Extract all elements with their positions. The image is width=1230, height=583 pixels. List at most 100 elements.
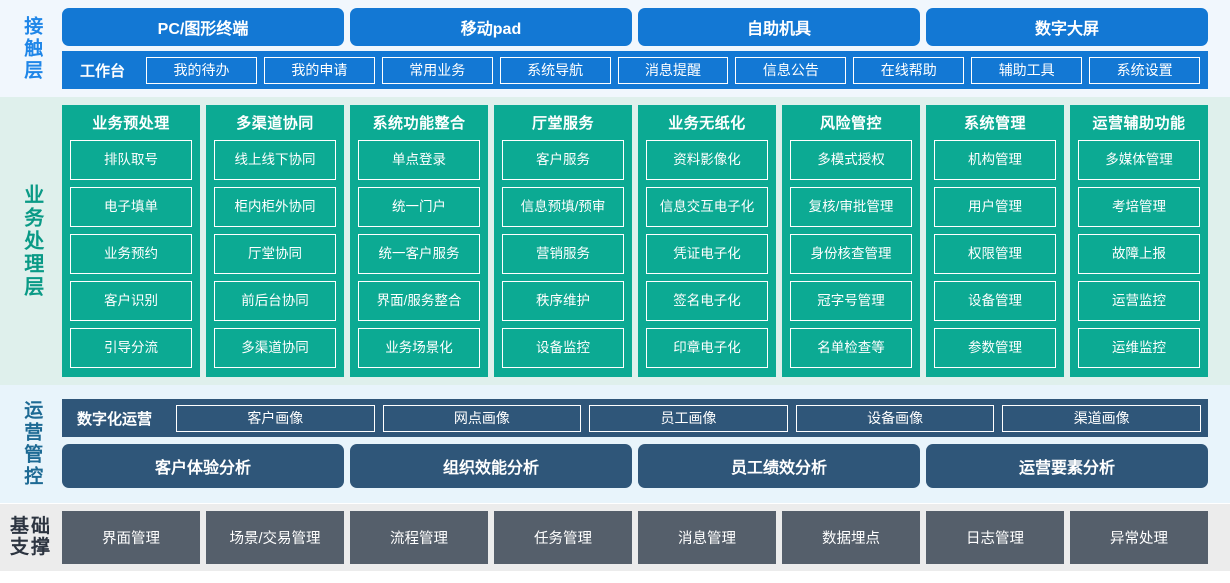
- channel-card-pc[interactable]: PC/图形终端: [62, 8, 344, 46]
- analysis-card-customer-experience[interactable]: 客户体验分析: [62, 444, 344, 488]
- business-item-list: 资料影像化 信息交互电子化 凭证电子化 签名电子化 印章电子化: [646, 140, 768, 368]
- business-item-info-exchange-e[interactable]: 信息交互电子化: [646, 187, 768, 227]
- analysis-card-row: 客户体验分析 组织效能分析 员工绩效分析 运营要素分析: [62, 444, 1208, 488]
- layer-base-support-label-line1: 基础: [9, 515, 52, 537]
- business-item-order-maintenance[interactable]: 秩序维护: [502, 281, 624, 321]
- business-column-preprocessing: 业务预处理 排队取号 电子填单 业务预约 客户识别 引导分流: [62, 105, 200, 377]
- business-item-e-form[interactable]: 电子填单: [70, 187, 192, 227]
- layer-contact: 接触层 PC/图形终端 移动pad 自助机具 数字大屏 工作台 我的待办 我的申…: [0, 0, 1230, 97]
- business-item-unified-customer-service[interactable]: 统一客户服务: [358, 234, 480, 274]
- workbench-item-system-settings[interactable]: 系统设置: [1089, 56, 1201, 84]
- business-item-appointment[interactable]: 业务预约: [70, 234, 192, 274]
- layer-base-support: 基础 支撑 界面管理 场景/交易管理 流程管理 任务管理 消息管理 数据埋点 日…: [0, 503, 1230, 571]
- workbench-item-message-alert[interactable]: 消息提醒: [617, 56, 729, 84]
- business-item-signature-e[interactable]: 签名电子化: [646, 281, 768, 321]
- workbench-item-online-help[interactable]: 在线帮助: [853, 56, 965, 84]
- business-item-ui-service-integration[interactable]: 界面/服务整合: [358, 281, 480, 321]
- layer-operations: 运营管控 数字化运营 客户画像 网点画像 员工画像 设备画像 渠道画像 客户体验…: [0, 385, 1230, 503]
- portrait-item-employee[interactable]: 员工画像: [589, 404, 788, 432]
- base-item-process-mgmt[interactable]: 流程管理: [350, 511, 488, 564]
- layer-business-label: 业务处理层: [0, 105, 62, 377]
- business-item-sso[interactable]: 单点登录: [358, 140, 480, 180]
- business-item-multichannel-collab[interactable]: 多渠道协同: [214, 328, 336, 368]
- business-column-title: 厅堂服务: [531, 115, 594, 132]
- workbench-item-my-application[interactable]: 我的申请: [263, 56, 375, 84]
- layer-base-support-label-inner: 基础 支撑: [9, 515, 52, 559]
- business-column-risk-control: 风险管控 多模式授权 复核/审批管理 身份核查管理 冠字号管理 名单检查等: [782, 105, 920, 377]
- business-item-inside-outside-collab[interactable]: 柜内柜外协同: [214, 187, 336, 227]
- base-item-ui-mgmt[interactable]: 界面管理: [62, 511, 200, 564]
- analysis-card-operation-factor[interactable]: 运营要素分析: [926, 444, 1208, 488]
- business-item-list: 单点登录 统一门户 统一客户服务 界面/服务整合 业务场景化: [358, 140, 480, 368]
- workbench-title: 工作台: [80, 62, 126, 80]
- base-item-task-mgmt[interactable]: 任务管理: [494, 511, 632, 564]
- business-column-multichannel: 多渠道协同 线上线下协同 柜内柜外协同 厅堂协同 前后台协同 多渠道协同: [206, 105, 344, 377]
- channel-card-digital-screen[interactable]: 数字大屏: [926, 8, 1208, 46]
- business-item-queue-number[interactable]: 排队取号: [70, 140, 192, 180]
- business-item-online-offline-collab[interactable]: 线上线下协同: [214, 140, 336, 180]
- business-item-front-back-collab[interactable]: 前后台协同: [214, 281, 336, 321]
- business-item-voucher-e[interactable]: 凭证电子化: [646, 234, 768, 274]
- channel-card-row: PC/图形终端 移动pad 自助机具 数字大屏: [62, 8, 1208, 46]
- portrait-item-device[interactable]: 设备画像: [795, 404, 995, 432]
- layer-contact-label: 接触层: [0, 6, 62, 91]
- workbench-item-my-todo[interactable]: 我的待办: [146, 56, 257, 84]
- workbench-item-common-business[interactable]: 常用业务: [381, 56, 493, 84]
- layer-operations-body: 数字化运营 客户画像 网点画像 员工画像 设备画像 渠道画像 客户体验分析 组织…: [62, 391, 1208, 496]
- base-item-data-tracking[interactable]: 数据埋点: [782, 511, 920, 564]
- business-item-device-mgmt[interactable]: 设备管理: [934, 281, 1056, 321]
- business-column-title: 业务无纸化: [668, 115, 746, 132]
- business-item-customer-identify[interactable]: 客户识别: [70, 281, 192, 321]
- layer-contact-label-text: 接触层: [21, 15, 43, 82]
- business-column-system-mgmt: 系统管理 机构管理 用户管理 权限管理 设备管理 参数管理: [926, 105, 1064, 377]
- analysis-card-employee-performance[interactable]: 员工绩效分析: [638, 444, 920, 488]
- business-item-lobby-collab[interactable]: 厅堂协同: [214, 234, 336, 274]
- business-column-title: 多渠道协同: [236, 115, 314, 132]
- workbench-item-announcement[interactable]: 信息公告: [735, 56, 847, 84]
- business-item-marketing-service[interactable]: 营销服务: [502, 234, 624, 274]
- business-column-title: 系统功能整合: [372, 115, 466, 132]
- portrait-item-channel[interactable]: 渠道画像: [1002, 404, 1201, 432]
- business-item-multimode-auth[interactable]: 多模式授权: [790, 140, 912, 180]
- business-item-unified-portal[interactable]: 统一门户: [358, 187, 480, 227]
- base-item-exception-handling[interactable]: 异常处理: [1070, 511, 1208, 564]
- digital-operations-row: 数字化运营 客户画像 网点画像 员工画像 设备画像 渠道画像: [62, 399, 1208, 437]
- business-item-org-mgmt[interactable]: 机构管理: [934, 140, 1056, 180]
- business-item-review-approval[interactable]: 复核/审批管理: [790, 187, 912, 227]
- business-item-ops-monitor[interactable]: 运营监控: [1078, 281, 1200, 321]
- layer-business-label-text: 业务处理层: [20, 183, 43, 299]
- base-item-message-mgmt[interactable]: 消息管理: [638, 511, 776, 564]
- portrait-item-customer[interactable]: 客户画像: [176, 404, 375, 432]
- channel-card-self-service[interactable]: 自助机具: [638, 8, 920, 46]
- business-item-training-mgmt[interactable]: 考培管理: [1078, 187, 1200, 227]
- business-item-list-check[interactable]: 名单检查等: [790, 328, 912, 368]
- base-item-scenario-transaction-mgmt[interactable]: 场景/交易管理: [206, 511, 344, 564]
- business-item-customer-service[interactable]: 客户服务: [502, 140, 624, 180]
- business-item-multimedia-mgmt[interactable]: 多媒体管理: [1078, 140, 1200, 180]
- business-item-device-monitor[interactable]: 设备监控: [502, 328, 624, 368]
- business-item-identity-verification[interactable]: 身份核查管理: [790, 234, 912, 274]
- channel-card-mobile-pad[interactable]: 移动pad: [350, 8, 632, 46]
- business-item-list: 多模式授权 复核/审批管理 身份核查管理 冠字号管理 名单检查等: [790, 140, 912, 368]
- base-item-log-mgmt[interactable]: 日志管理: [926, 511, 1064, 564]
- business-item-document-imaging[interactable]: 资料影像化: [646, 140, 768, 180]
- workbench-row: 工作台 我的待办 我的申请 常用业务 系统导航 消息提醒 信息公告 在线帮助 辅…: [62, 51, 1208, 89]
- business-column-paperless: 业务无纸化 资料影像化 信息交互电子化 凭证电子化 签名电子化 印章电子化: [638, 105, 776, 377]
- business-item-serial-number-mgmt[interactable]: 冠字号管理: [790, 281, 912, 321]
- workbench-item-system-navigation[interactable]: 系统导航: [499, 56, 611, 84]
- business-item-prefill-prereview[interactable]: 信息预填/预审: [502, 187, 624, 227]
- business-item-seal-e[interactable]: 印章电子化: [646, 328, 768, 368]
- portrait-item-branch[interactable]: 网点画像: [382, 404, 582, 432]
- layer-base-support-body: 界面管理 场景/交易管理 流程管理 任务管理 消息管理 数据埋点 日志管理 异常…: [62, 511, 1208, 564]
- layer-base-support-label: 基础 支撑: [0, 511, 62, 564]
- business-item-parameter-mgmt[interactable]: 参数管理: [934, 328, 1056, 368]
- business-item-business-scenario[interactable]: 业务场景化: [358, 328, 480, 368]
- layer-business-body: 业务预处理 排队取号 电子填单 业务预约 客户识别 引导分流 多渠道协同 线上线…: [62, 105, 1208, 377]
- business-item-maintenance-monitor[interactable]: 运维监控: [1078, 328, 1200, 368]
- business-item-guide-diversion[interactable]: 引导分流: [70, 328, 192, 368]
- business-item-permission-mgmt[interactable]: 权限管理: [934, 234, 1056, 274]
- business-item-user-mgmt[interactable]: 用户管理: [934, 187, 1056, 227]
- business-item-fault-report[interactable]: 故障上报: [1078, 234, 1200, 274]
- analysis-card-org-efficiency[interactable]: 组织效能分析: [350, 444, 632, 488]
- workbench-item-aux-tools[interactable]: 辅助工具: [971, 56, 1083, 84]
